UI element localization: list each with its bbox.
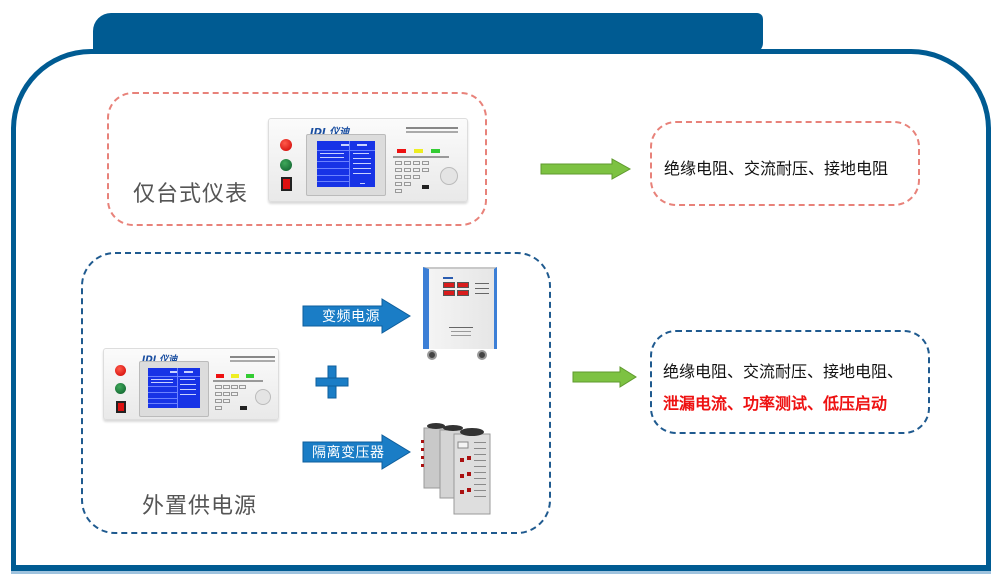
isolation-transformer-icon (421, 423, 491, 515)
title-tab (93, 13, 763, 53)
analyzer-caption (406, 127, 458, 129)
green-arrow-icon-benchtop (540, 158, 632, 180)
analyzer-caption-sub (406, 131, 458, 133)
key (395, 161, 402, 165)
led-bar (213, 380, 263, 382)
led-bar (393, 156, 449, 158)
external-power-group-box (81, 252, 551, 534)
benchtop-result-text: 绝缘电阻、交流耐压、接地电阻 (664, 159, 889, 178)
key (413, 161, 420, 165)
key (404, 168, 411, 172)
warn-led (231, 374, 239, 378)
pass-led (431, 149, 440, 153)
external-result-line1: 绝缘电阻、交流耐压、接地电阻、 (663, 362, 904, 381)
key (215, 399, 222, 403)
key (215, 385, 222, 389)
green-arrow-icon-external (572, 366, 637, 388)
branch-label-frequency: 变频电源 (322, 309, 380, 325)
fail-led (216, 374, 224, 378)
key (395, 189, 402, 193)
stop-button-icon (115, 365, 126, 376)
power-switch-icon (281, 177, 292, 191)
variable-frequency-power-supply-icon (423, 267, 497, 349)
key (422, 168, 429, 172)
key (413, 168, 420, 172)
screen-bezel (306, 134, 386, 196)
analyzer-caption (230, 356, 275, 358)
usb-port-icon (422, 185, 429, 189)
safety-compliance-analyzer-icon: IDI 仪迪 (103, 348, 279, 420)
key (404, 182, 411, 186)
key (395, 175, 402, 179)
key (404, 161, 411, 165)
navigation-pad-icon (255, 389, 271, 405)
key (231, 392, 238, 396)
main-frame (11, 49, 991, 574)
blue-arrow-icon-transformer (302, 434, 411, 470)
benchtop-group-box (107, 92, 487, 226)
caster-wheel (477, 350, 487, 360)
key (395, 168, 402, 172)
key (223, 392, 230, 396)
lcd-screen (317, 141, 375, 187)
safety-compliance-analyzer-icon: IDI 仪迪 (268, 118, 468, 202)
key (239, 385, 246, 389)
power-switch-icon (116, 401, 126, 413)
plus-icon (315, 365, 349, 399)
benchtop-label: 仅台式仪表 (133, 182, 249, 207)
key (223, 399, 230, 403)
screen-bezel (139, 361, 209, 417)
external-power-label: 外置供电源 (142, 494, 258, 519)
fail-led (397, 149, 406, 153)
start-button-icon (115, 383, 126, 394)
blue-arrow-icon-frequency (302, 298, 411, 334)
analyzer-caption-sub (230, 360, 275, 362)
analyzer-logo: IDI 仪迪 (142, 355, 178, 365)
warn-led (414, 149, 423, 153)
key (223, 385, 230, 389)
benchtop-result-box (650, 121, 920, 206)
lcd-screen (148, 368, 200, 408)
usb-port-icon (240, 406, 247, 410)
key (422, 161, 429, 165)
key (413, 175, 420, 179)
key (395, 182, 402, 186)
stop-button-icon (280, 139, 292, 151)
external-result-line2: 泄漏电流、功率测试、低压启动 (663, 394, 888, 413)
start-button-icon (280, 159, 292, 171)
key (215, 392, 222, 396)
analyzer-logo: IDI 仪迪 (310, 127, 350, 138)
pass-led (246, 374, 254, 378)
navigation-pad-icon (440, 167, 458, 185)
key (404, 175, 411, 179)
external-power-result-box (650, 330, 930, 434)
caster-wheel (427, 350, 437, 360)
key (231, 385, 238, 389)
branch-label-transformer: 隔离变压器 (312, 445, 385, 461)
key (215, 406, 222, 410)
